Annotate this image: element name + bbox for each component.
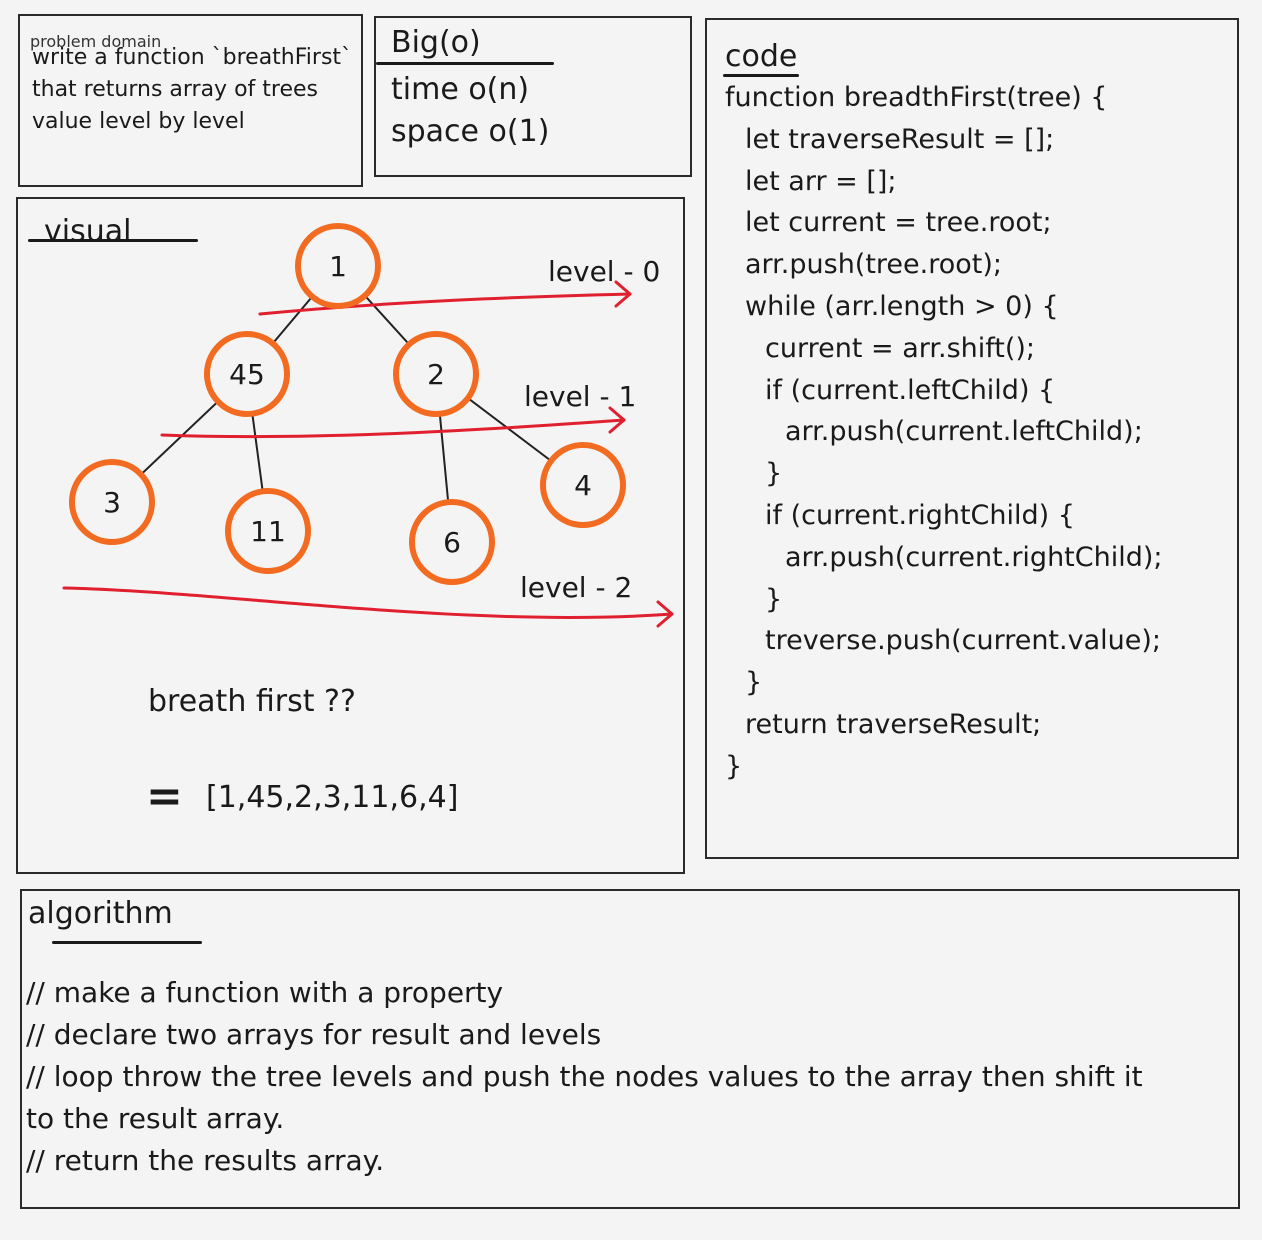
code-line: function breadthFirst(tree) { <box>725 82 1108 113</box>
level-arrow <box>62 586 674 619</box>
code-line: } <box>765 458 783 490</box>
tree-node-value: 3 <box>103 486 121 519</box>
algorithm-step: // loop throw the tree levels and push t… <box>26 1060 1143 1093</box>
tree-node <box>409 499 495 585</box>
tree-node-value: 45 <box>229 358 265 391</box>
equals-sign: = <box>146 771 183 822</box>
code-line: while (arr.length > 0) { <box>745 291 1059 322</box>
algorithm-title: algorithm <box>28 896 173 931</box>
level-arrow <box>160 418 626 439</box>
code-line: if (current.leftChild) { <box>765 374 1056 406</box>
big-o-panel: Big(o) time o(n) space o(1) <box>374 16 692 177</box>
level-label: level - 2 <box>520 571 632 604</box>
code-line: let traverseResult = []; <box>745 123 1055 155</box>
code-title: code <box>725 39 798 74</box>
big-o-title: Big(o) <box>391 25 481 60</box>
algorithm-step: to the result array. <box>26 1102 285 1135</box>
code-line: } <box>765 583 783 615</box>
code-line: treverse.push(current.value); <box>765 625 1161 657</box>
level-label: level - 0 <box>548 255 660 288</box>
code-underline <box>723 74 799 77</box>
arrow-head <box>608 406 626 434</box>
code-panel: code function breadthFirst(tree) { let tr… <box>705 18 1239 859</box>
code-line: } <box>745 667 763 699</box>
tree-node <box>225 488 311 574</box>
tree-node-value: 4 <box>574 469 592 502</box>
problem-domain-label: problem domain <box>30 32 162 51</box>
time-complexity: time o(n) <box>391 72 530 107</box>
algorithm-step: // declare two arrays for result and lev… <box>26 1018 602 1051</box>
code-line: arr.push(current.rightChild); <box>785 541 1163 573</box>
code-line: arr.push(tree.root); <box>745 249 1003 281</box>
tree-node-value: 6 <box>443 526 461 559</box>
algorithm-step: // return the results array. <box>26 1144 385 1177</box>
arrow-head <box>656 600 674 628</box>
level-arrow <box>258 292 632 316</box>
big-o-underline <box>376 62 554 65</box>
tree-node-value: 1 <box>329 250 347 283</box>
code-line: let arr = []; <box>745 165 897 197</box>
level-label: level - 1 <box>524 380 636 413</box>
code-line: let current = tree.root; <box>745 207 1052 239</box>
tree-node <box>204 331 290 417</box>
code-line: } <box>725 750 743 782</box>
traversal-result: [1,45,2,3,11,6,4] <box>206 780 458 815</box>
problem-domain-panel: problem domain write a function `breathF… <box>18 14 363 187</box>
code-line: arr.push(current.leftChild); <box>785 416 1143 448</box>
breadth-first-question: breath first ?? <box>148 684 356 719</box>
algorithm-underline <box>52 941 202 944</box>
code-line: current = arr.shift(); <box>765 332 1036 364</box>
tree-node-value: 11 <box>250 515 286 548</box>
algorithm-step: // make a function with a property <box>26 976 504 1009</box>
tree-node <box>540 442 626 528</box>
problem-domain-description: write a function `breathFirst` that retu… <box>32 45 353 134</box>
space-complexity: space o(1) <box>391 114 550 149</box>
tree-node <box>69 459 155 545</box>
visual-underline <box>28 239 198 242</box>
tree-diagram: level - 0 level - 1 level - 2 1 45 2 3 11 6 4 brea… <box>62 223 674 822</box>
tree-node <box>295 223 381 309</box>
algorithm-panel: algorithm // make a function with a prop… <box>20 889 1240 1209</box>
code-line: return traverseResult; <box>745 709 1042 740</box>
tree-node <box>393 331 479 417</box>
tree-node-value: 2 <box>427 358 445 391</box>
code-line: if (current.rightChild) { <box>765 500 1075 531</box>
arrow-head <box>614 280 632 308</box>
